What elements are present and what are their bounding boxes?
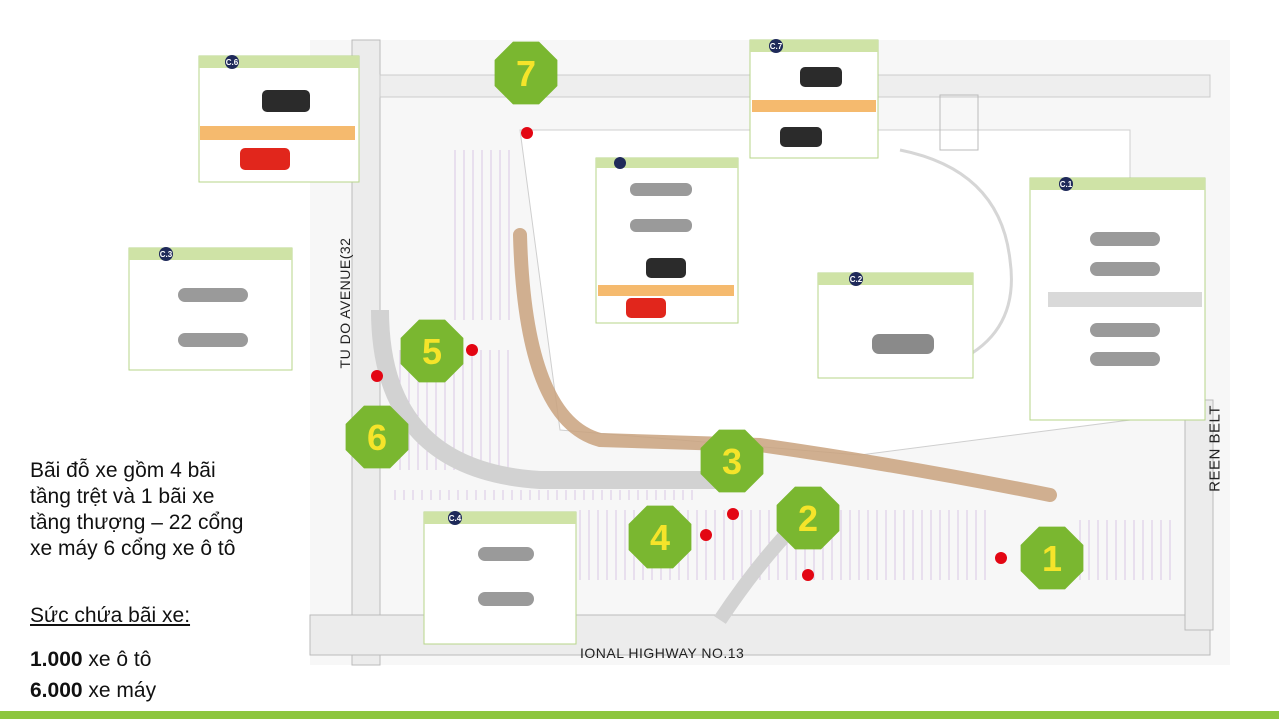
gate-label: C.2 [850, 275, 863, 284]
parking-lot-badge [494, 41, 558, 105]
inner-loop-road [371, 309, 720, 489]
description-line: Bãi đỗ xe gồm 4 bãi [30, 459, 216, 482]
red-markers [371, 127, 1007, 581]
parking-lot-badge [776, 486, 840, 550]
parking-lot-badge [628, 505, 692, 569]
parking-lot-number: 4 [650, 517, 670, 558]
location-marker [521, 127, 533, 139]
gate-inset-c4 [423, 511, 577, 645]
location-marker [700, 529, 712, 541]
location-marker [727, 508, 739, 520]
description-block: Bãi đỗ xe gồm 4 bãi tầng trệt và 1 bãi x… [30, 458, 290, 562]
parking-lot-number: 1 [1042, 538, 1062, 579]
location-marker [371, 370, 383, 382]
gate-inset-c1 [1029, 177, 1206, 421]
car-label: xe ô tô [88, 648, 152, 671]
gate-inset-c5 [128, 247, 293, 371]
gate-inset-c6 [198, 55, 360, 183]
parking-lot-number: 5 [422, 331, 442, 372]
gate-inset-c7 [749, 39, 879, 159]
location-marker [995, 552, 1007, 564]
parking-lot-badge [345, 405, 409, 469]
description-line: xe máy 6 cổng xe ô tô [30, 537, 236, 560]
gate-label: C.3 [160, 250, 173, 259]
description-line: tầng thượng – 22 cổng [30, 511, 244, 534]
gate-labels: C.1C.2 C.3C.4 C.6 C.7 [160, 42, 1073, 523]
car-count: 1.000 [30, 648, 83, 671]
gate-label: C.6 [226, 58, 239, 67]
building-curve [899, 148, 1013, 362]
description-line: tầng trệt và 1 bãi xe [30, 485, 215, 508]
parking-lot-number: 6 [367, 417, 387, 458]
moto-count: 6.000 [30, 679, 83, 702]
gate-label: C.1 [1060, 180, 1073, 189]
green-belt-label: REEN BELT [1206, 405, 1224, 492]
location-marker [802, 569, 814, 581]
tudo-avenue-label: TU DO AVENUE(32 [337, 237, 353, 369]
gate-inset-c8 [595, 157, 739, 324]
bottom-accent-bar [0, 711, 1279, 719]
parking-lot-badge [400, 319, 464, 383]
setback-box [939, 94, 979, 151]
parking-lot-number: 2 [798, 498, 818, 539]
capacity-heading: Sức chứa bãi xe: [30, 604, 191, 627]
gate-label: C.4 [449, 514, 462, 523]
gate-label: C.7 [770, 42, 783, 51]
highway-label: IONAL HIGHWAY NO.13 [580, 645, 745, 661]
car-capacity: 1.000 xe ô tô [30, 648, 151, 672]
parking-lot-badges: 1 2 3 4 5 6 7 [345, 41, 1084, 590]
moto-label: xe máy [88, 679, 157, 702]
parking-lot-badge [700, 429, 764, 493]
moto-capacity: 6.000 xe máy [30, 679, 156, 703]
green-belt-road [1184, 399, 1214, 631]
gate-inset-c2 [817, 272, 974, 379]
parking-lot-badge [1020, 526, 1084, 590]
parking-lot-number: 3 [722, 441, 742, 482]
location-marker [466, 344, 478, 356]
parking-lot-number: 7 [516, 53, 536, 94]
